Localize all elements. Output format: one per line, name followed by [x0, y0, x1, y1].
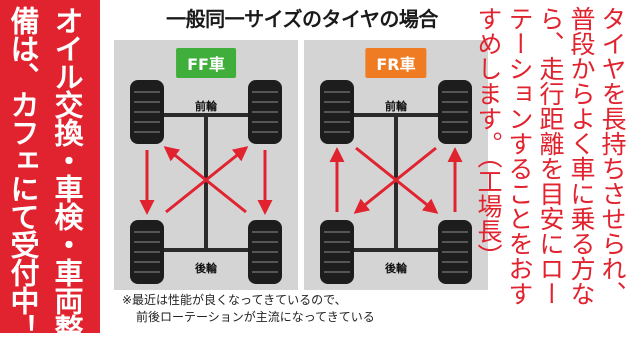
fr-frame — [346, 113, 446, 252]
fr-arrow-fr-to-rl — [353, 146, 437, 214]
ff-frame — [156, 113, 256, 252]
fr-rear-label: 後輪 — [385, 262, 407, 275]
fr-rotation-arrows — [329, 146, 463, 214]
figure-note-line-2: 前後ローテーションが主流になってきている — [136, 310, 375, 324]
tire-rotation-figure: 一般同一サイズのタイヤの場合 — [104, 0, 498, 333]
ff-chassis-illustration — [130, 80, 282, 284]
ff-rear-label: 後輪 — [195, 262, 217, 275]
fr-chassis-illustration — [320, 80, 472, 284]
banner-line-2: 備は、カフェにて受付中！ — [6, 6, 40, 342]
ff-badge: FF車 — [176, 48, 236, 78]
ff-rotation-arrows — [139, 146, 273, 215]
fr-front-label: 前輪 — [385, 100, 407, 113]
ff-arrow-rr-to-fl — [163, 146, 247, 214]
figure-title: 一般同一サイズのタイヤの場合 — [166, 7, 438, 31]
ff-diagram: FF車 前輪 後輪 — [114, 40, 298, 290]
ff-front-label: 前輪 — [195, 100, 217, 113]
figure-note-line-1: ※最近は性能が良くなってきているので、 — [122, 293, 347, 307]
fr-badge: FR車 — [365, 48, 427, 78]
fr-diagram: FR車 前輪 後輪 — [304, 40, 488, 290]
banner-line-1: オイル交換・車検・車両整 — [50, 6, 84, 342]
figure-note: ※最近は性能が良くなってきているので、 前後ローテーションが主流になってきている — [122, 292, 492, 326]
promo-banner: オイル交換・車検・車両整 備は、カフェにて受付中！ — [0, 0, 100, 342]
article-text: タイヤを長持ちさせられ、普段からよく車に乗る方なら、走行距離を目安にローテーショ… — [474, 6, 627, 306]
